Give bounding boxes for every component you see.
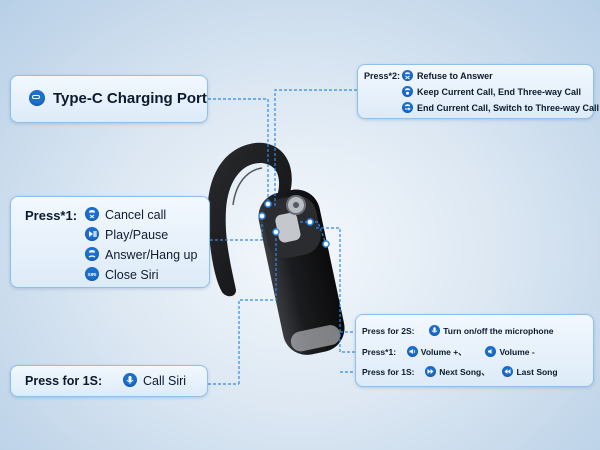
cancel-call-label: Cancel call (105, 208, 167, 222)
press-once-vol-header: Press*1: (362, 347, 397, 357)
press-twice-item: Refuse to Answer (402, 70, 493, 82)
press-once-item: Play/Pause (85, 227, 169, 242)
volume-down-icon (485, 346, 497, 358)
press-2s-header: Press for 2S: (362, 326, 415, 336)
press-once-item: SIRI Close Siri (85, 267, 159, 282)
phone-switch-icon (402, 102, 413, 114)
siri-icon: SIRI (85, 267, 99, 282)
last-song-icon (502, 366, 514, 378)
microphone-icon (123, 373, 137, 388)
press-1s-header: Press for 1S: (25, 374, 103, 388)
press-1s-item: Call Siri (123, 373, 187, 388)
row-press-2s: Press for 2S: Turn on/off the microphone (362, 325, 554, 337)
press-1s-song-header: Press for 1S: (362, 367, 415, 377)
switch-call-label: End Current Call, Switch to Three-way Ca… (417, 103, 600, 113)
mic-toggle-label: Turn on/off the microphone (443, 326, 554, 336)
next-song-label: Next Song、 (439, 367, 490, 377)
type-c-card: Type-C Charging Port (10, 75, 208, 123)
press-twice-item: Keep Current Call, End Three-way Call (402, 86, 582, 98)
ear-hook (207, 142, 292, 297)
press-1s-card: Press for 1S: Call Siri (10, 365, 208, 397)
press-once-item: Answer/Hang up (85, 247, 198, 262)
press-twice-card: Press*2: Refuse to Answer Keep Current C… (357, 64, 599, 119)
row-press-once: Press*1: Volume +、 Volume - (362, 346, 535, 358)
phone-keep-icon (402, 86, 413, 98)
volume-up-icon (406, 346, 418, 358)
usb-c-icon (29, 89, 45, 106)
svg-text:SIRI: SIRI (88, 272, 97, 277)
next-song-icon (425, 366, 437, 378)
play-pause-icon (85, 227, 99, 242)
volume-up-label: Volume +、 (420, 347, 467, 357)
phone-refuse-icon (402, 70, 413, 82)
volume-down-label: Volume - (499, 347, 535, 357)
keep-call-label: Keep Current Call, End Three-way Call (417, 87, 582, 97)
press-once-item: Cancel call (85, 207, 167, 222)
cancel-call-icon (85, 207, 99, 222)
call-siri-label: Call Siri (143, 374, 187, 388)
type-c-label: Type-C Charging Port (53, 90, 207, 107)
controls-card: Press for 2S: Turn on/off the microphone… (355, 314, 594, 387)
press-once-card: Press*1: Cancel call Play/Pause Answer/H… (10, 196, 210, 288)
microphone-icon (429, 325, 441, 337)
earpiece-body (258, 189, 345, 355)
refuse-label: Refuse to Answer (417, 71, 493, 81)
answer-hangup-label: Answer/Hang up (105, 248, 198, 262)
last-song-label: Last Song (516, 367, 558, 377)
play-pause-label: Play/Pause (105, 228, 169, 242)
close-siri-label: Close Siri (105, 268, 159, 282)
row-press-1s: Press for 1S: Next Song、 Last Song (362, 366, 558, 378)
answer-hangup-icon (85, 247, 99, 262)
press-twice-header: Press*2: (364, 71, 401, 81)
press-twice-item: End Current Call, Switch to Three-way Ca… (402, 102, 600, 114)
press-once-header: Press*1: (25, 208, 78, 223)
type-c-row: Type-C Charging Port (29, 89, 207, 107)
